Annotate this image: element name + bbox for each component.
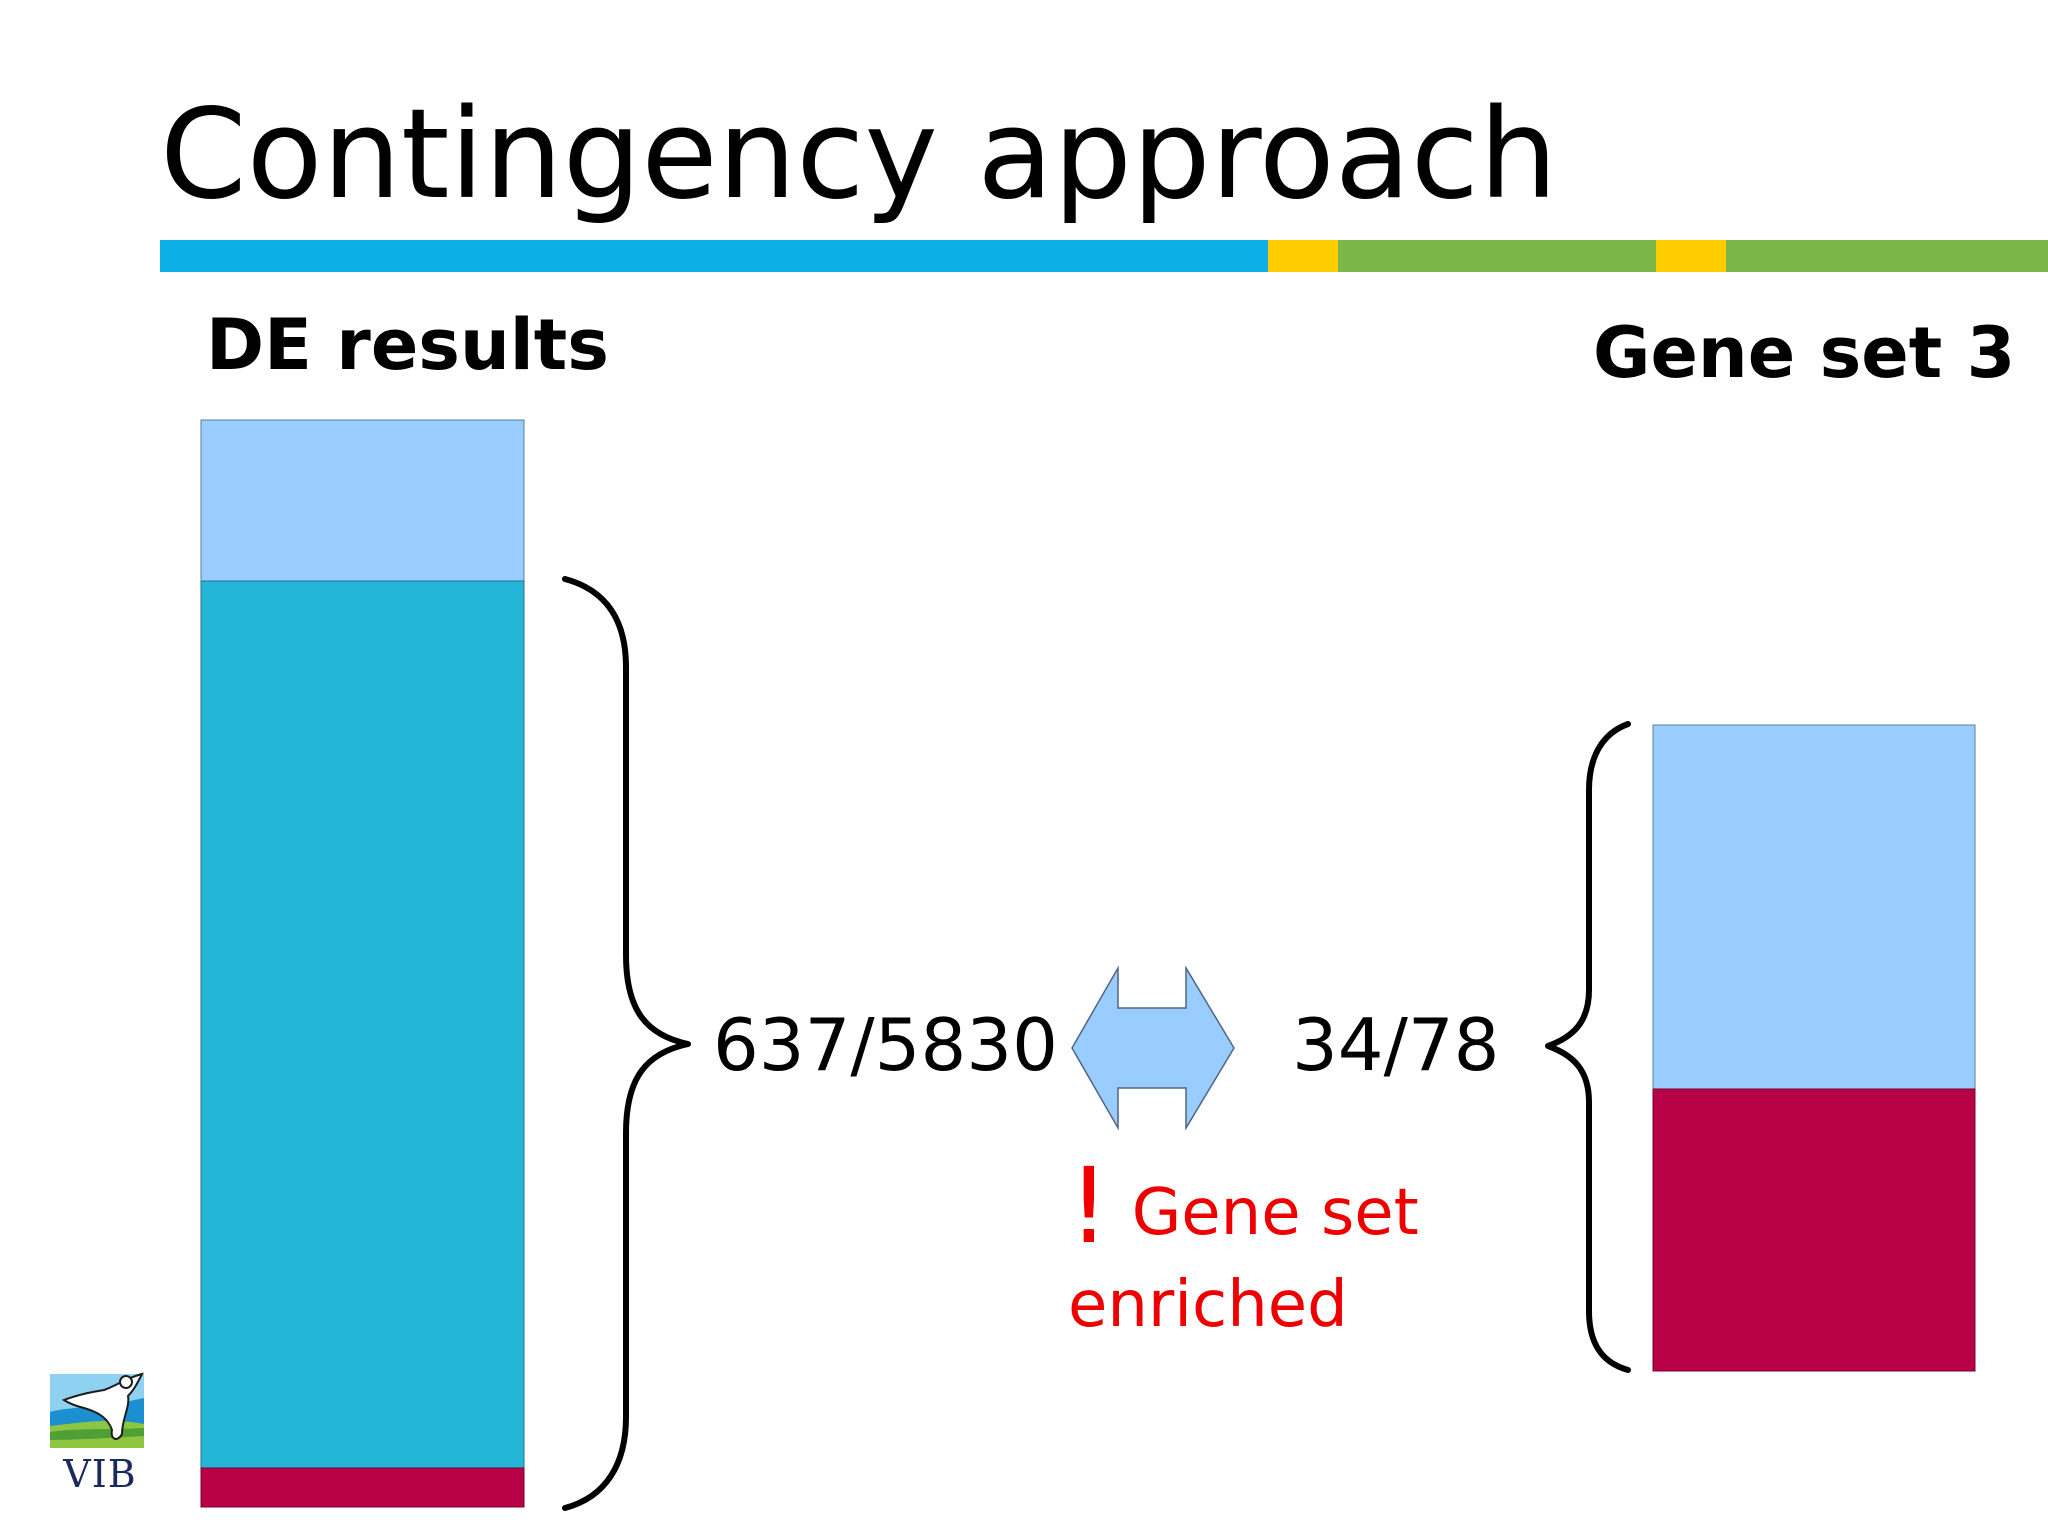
gene-set-brace: [1545, 721, 1631, 1373]
gene-set-bar-bottom-segment: [1652, 1088, 1976, 1372]
accent-yellow-segment-left: [1268, 240, 1338, 272]
vib-logo-icon: [50, 1372, 144, 1448]
de-results-ratio: 637/5830: [713, 1003, 1058, 1087]
de-results-bar-middle-segment: [200, 580, 525, 1469]
double-arrow-icon: [1071, 965, 1235, 1131]
accent-yellow-segment-right: [1656, 240, 1726, 272]
accent-green-segment-right: [1726, 240, 2048, 272]
slide-title: Contingency approach: [160, 83, 1558, 227]
accent-blue-segment: [160, 240, 1268, 272]
de-results-brace: [562, 576, 691, 1511]
gene-set-header: Gene set 3: [1593, 312, 2016, 394]
title-accent-bar: [160, 240, 2048, 272]
exclamation-mark: !: [1068, 1145, 1110, 1267]
enrichment-note: !Gene set enriched: [1068, 1154, 1488, 1351]
de-results-header: DE results: [206, 304, 609, 386]
accent-green-segment-left: [1338, 240, 1656, 272]
de-results-bar-top-segment: [200, 419, 525, 582]
de-results-bar-bottom-segment: [200, 1467, 525, 1508]
enrichment-note-text: Gene set enriched: [1068, 1176, 1419, 1342]
vib-logo-text: VIB: [63, 1452, 137, 1496]
gene-set-ratio: 34/78: [1292, 1003, 1500, 1087]
gene-set-bar-top-segment: [1652, 724, 1976, 1090]
